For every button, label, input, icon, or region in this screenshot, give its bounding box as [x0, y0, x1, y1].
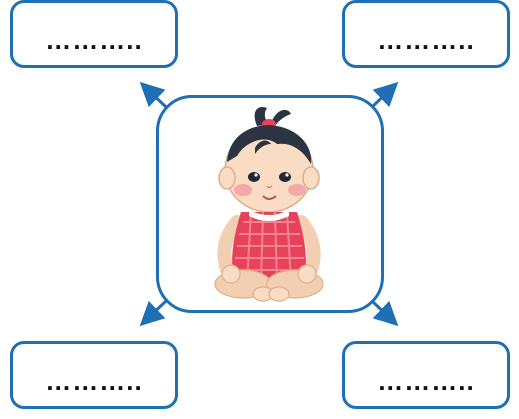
arrow-top-right [372, 86, 394, 107]
arrow-bottom-right [372, 301, 394, 322]
answer-box-bottom-left[interactable]: ……….. [10, 341, 178, 409]
arrow-bottom-left [144, 301, 166, 322]
answer-box-top-left[interactable]: ……….. [10, 0, 178, 68]
baby-illustration [159, 98, 381, 310]
arrow-top-left [144, 86, 166, 107]
answer-box-bottom-right[interactable]: ……….. [342, 341, 510, 409]
blank-bottom-right: ……….. [377, 366, 474, 397]
blank-top-right: ……….. [377, 25, 474, 56]
center-picture-frame [156, 95, 384, 313]
answer-box-top-right[interactable]: ……….. [342, 0, 510, 68]
blank-bottom-left: ……….. [45, 366, 142, 397]
blank-top-left: ……….. [45, 25, 142, 56]
